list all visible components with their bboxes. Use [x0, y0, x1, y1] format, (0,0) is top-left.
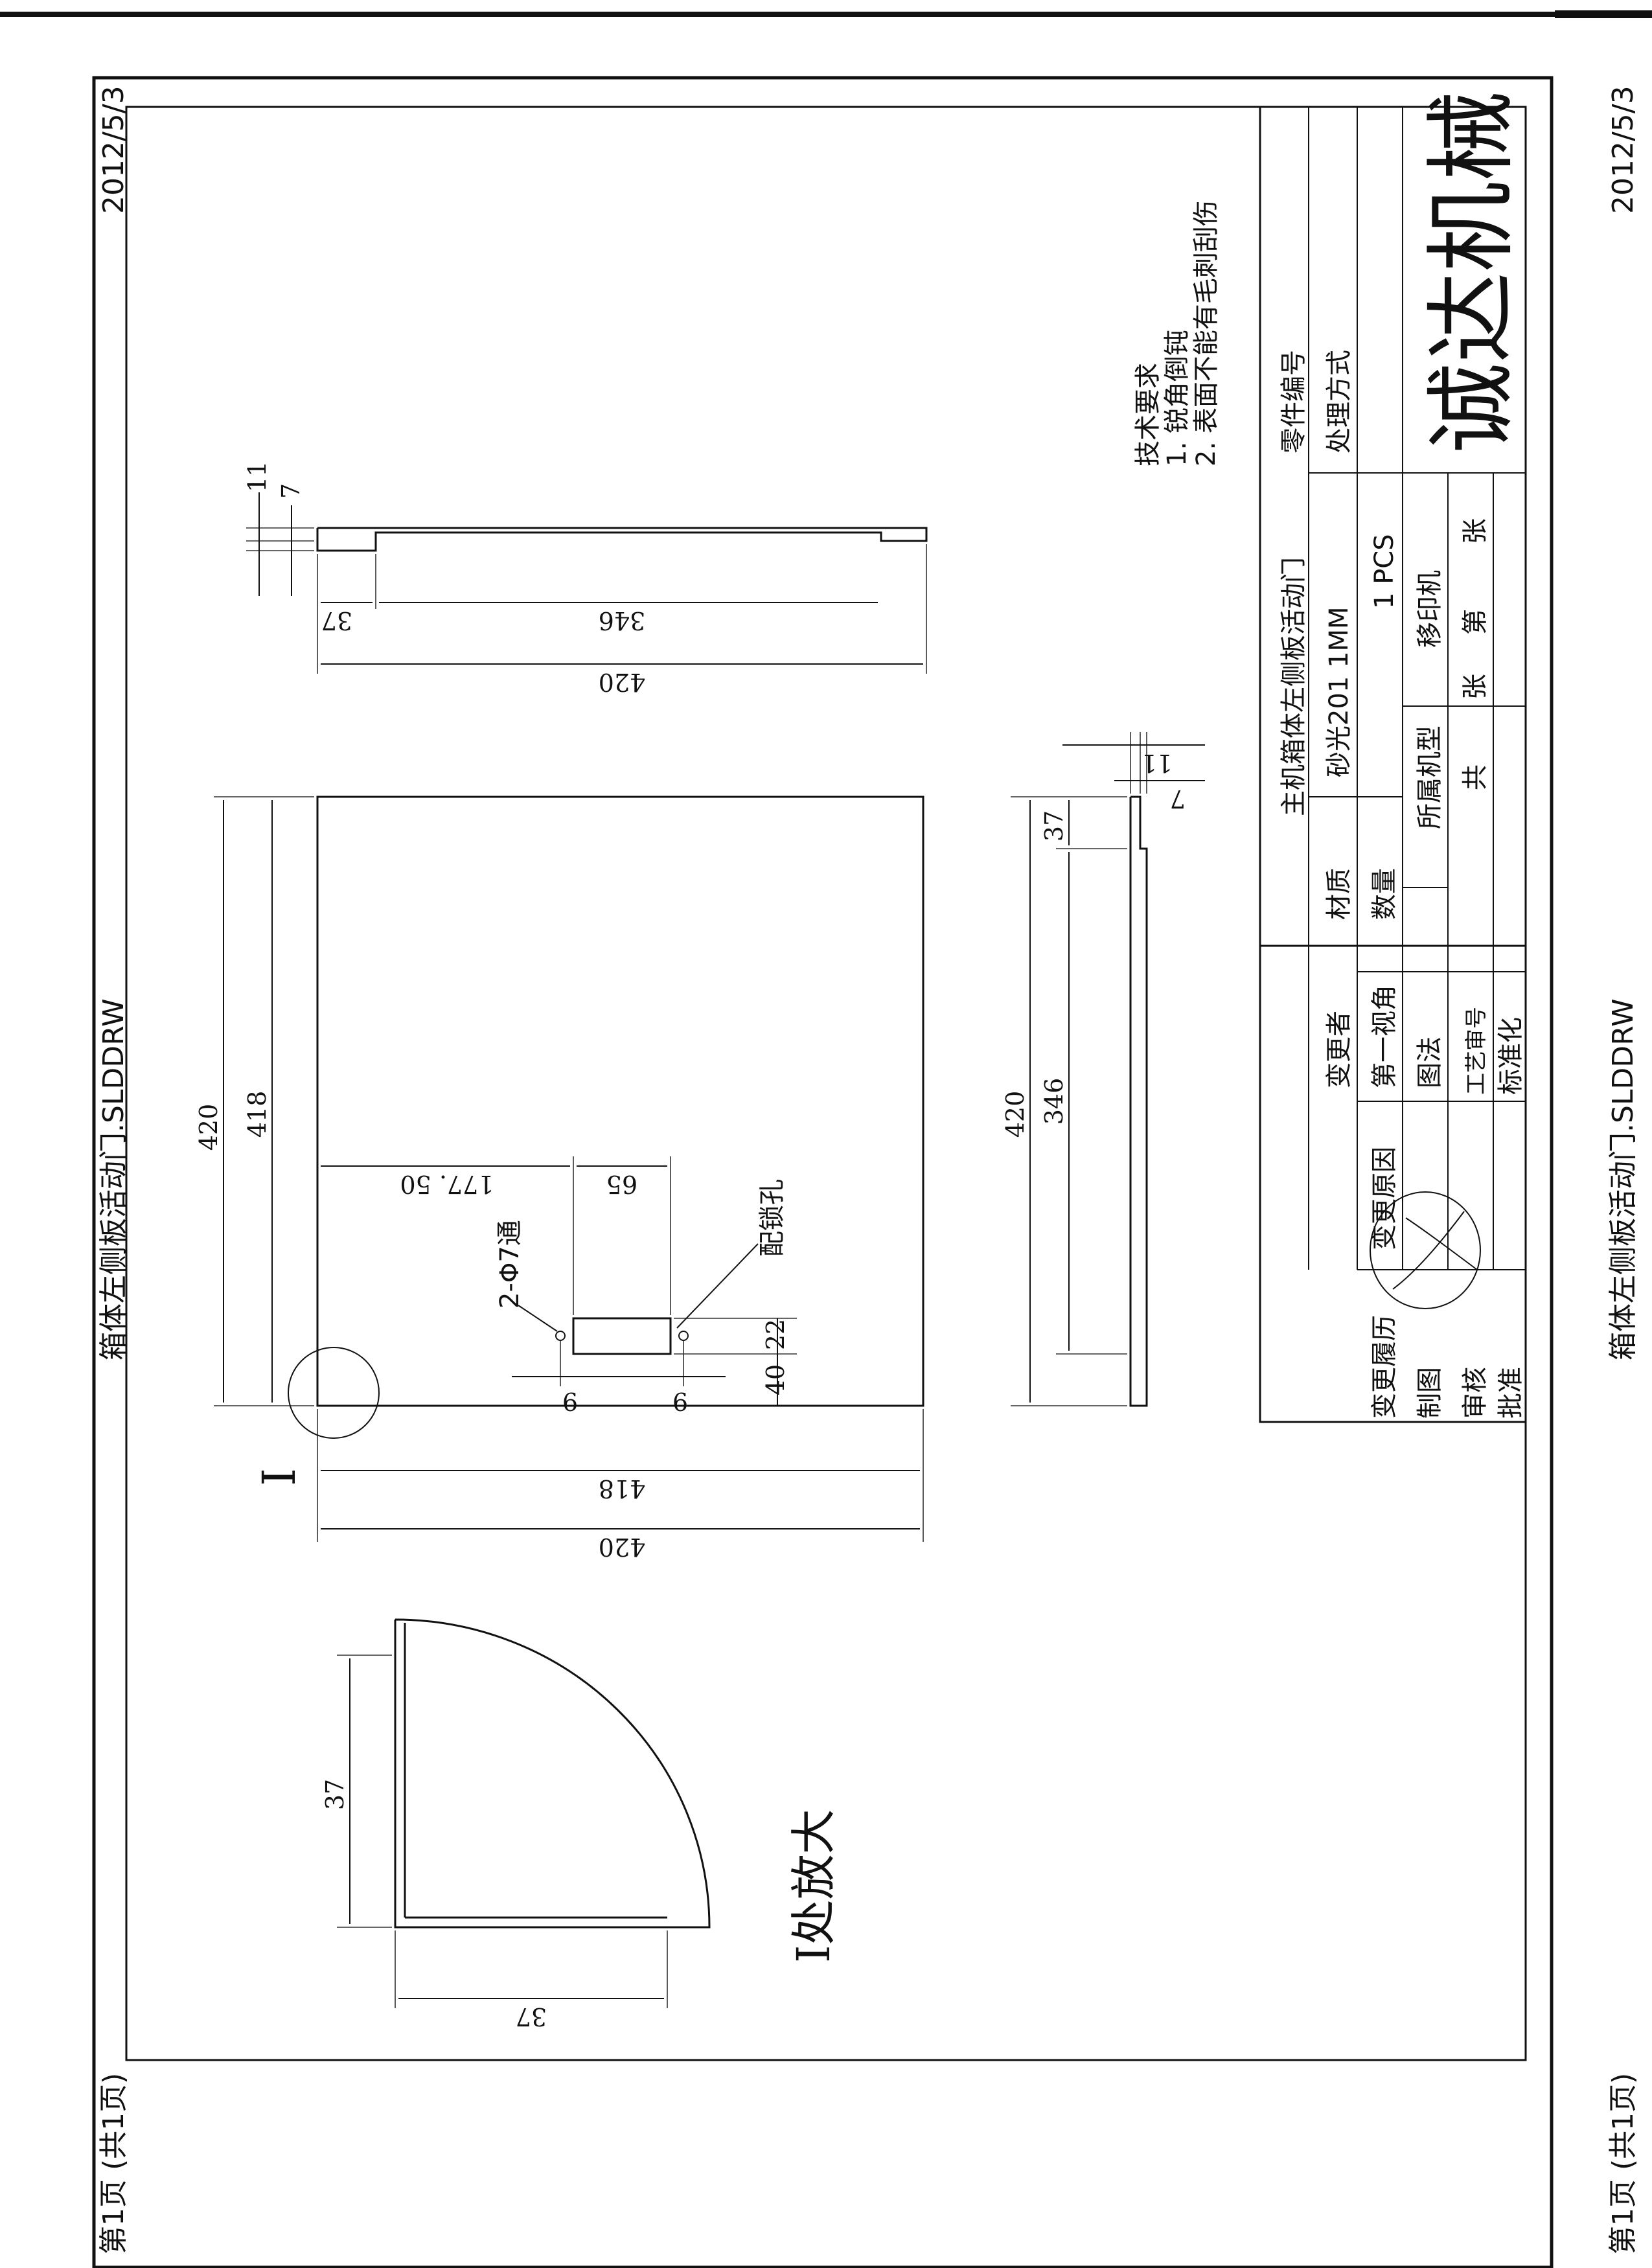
notes-line-1: 1. 锐角倒钝 — [1162, 330, 1192, 466]
title-block-frame — [1259, 106, 1527, 1423]
sheets-di: 第 — [1460, 609, 1490, 635]
draw-label: 制图 — [1415, 1367, 1445, 1419]
front-dim-177-50: 177. 50 — [400, 1170, 494, 1198]
front-panel-outline — [316, 796, 924, 1407]
top-dim-7: 7 — [277, 483, 305, 499]
side-view: 420 346 37 11 7 — [1001, 732, 1205, 1407]
qty-value: 1 PCS — [1370, 534, 1399, 609]
date-top: 2012/5/3 — [97, 86, 130, 214]
company-brand: 诚达机械 — [1419, 91, 1525, 453]
notes-line-2: 2. 表面不能有毛刺刮伤 — [1191, 200, 1221, 466]
rev-mark: 变更履历 — [1370, 1315, 1399, 1419]
qty-label: 数量 — [1370, 868, 1399, 920]
machine-label: 所属机型 — [1415, 726, 1445, 829]
side-dim-346: 346 — [1040, 1078, 1068, 1125]
notes-title: 技术要求 — [1133, 363, 1163, 466]
file-name-bottom: 箱体左侧板活动门.SLDDRW — [1607, 999, 1640, 1361]
detail-circle — [288, 1347, 380, 1439]
machine-value: 移印机 — [1415, 570, 1445, 648]
top-dim-37: 37 — [321, 606, 352, 635]
check-label: 审核 — [1460, 1367, 1490, 1419]
rev-by: 变更者 — [1324, 1011, 1354, 1088]
craft-label: 工艺审号 — [1463, 1007, 1489, 1095]
material-label: 材质 — [1324, 868, 1354, 920]
front-dim-22: 22 — [761, 1319, 790, 1350]
top-dim-346: 346 — [599, 606, 646, 635]
side-dim-11: 11 — [1141, 749, 1173, 777]
part-name: 主机箱体左侧板活动门 — [1279, 557, 1309, 816]
lock-slot — [572, 1317, 672, 1355]
page-number-bottom: 第1页 (共1页) — [1607, 2073, 1640, 2254]
front-dim-9-right: 9 — [672, 1387, 688, 1415]
technical-notes: 技术要求 1. 锐角倒钝 2. 表面不能有毛刺刮伤 — [1133, 200, 1221, 466]
material-value: 砂光201 1MM — [1324, 606, 1354, 777]
process-label: 处理方式 — [1324, 350, 1354, 453]
sheets-gong: 共 — [1460, 764, 1490, 790]
part-no-label: 零件编号 — [1279, 350, 1309, 453]
front-view: 420 418 418 420 I 177. 50 65 22 40 9 9 2… — [194, 796, 924, 1561]
detail-dim-37-horizontal: 37 — [516, 2002, 547, 2031]
rev-reason: 变更原因 — [1370, 1147, 1399, 1250]
detail-marker-I: I — [253, 1468, 306, 1486]
approval-stamp — [1370, 1191, 1481, 1309]
side-dim-37: 37 — [1040, 810, 1068, 842]
approve-label: 批准 — [1496, 1367, 1526, 1419]
projection: 第一视角 — [1370, 985, 1399, 1088]
hole-callout: 2-Φ7通 — [495, 1220, 525, 1309]
detail-label: I处放大 — [787, 1809, 840, 1963]
front-dim-420-vertical: 420 — [194, 1104, 223, 1151]
detail-view: 37 37 I处放大 — [321, 1618, 840, 2031]
side-dim-7: 7 — [1170, 785, 1186, 813]
page-number-top: 第1页 (共1页) — [97, 2073, 130, 2254]
front-dim-420-horizontal: 420 — [599, 1533, 646, 1561]
front-dim-418-horizontal: 418 — [599, 1474, 646, 1503]
top-dim-11: 11 — [243, 461, 271, 492]
lock-hole-callout: 配锁孔 — [757, 1179, 787, 1257]
top-view: 37 346 420 11 7 — [243, 461, 928, 696]
side-dim-420: 420 — [1001, 1091, 1029, 1138]
scale-label: 图法 — [1415, 1037, 1445, 1088]
detail-dim-37-vertical: 37 — [321, 1779, 349, 1810]
front-dim-65: 65 — [606, 1170, 637, 1198]
std-label: 标准化 — [1496, 1017, 1526, 1095]
sheets-zhang-1: 张 — [1460, 674, 1490, 700]
sheets-zhang-2: 张 — [1460, 518, 1490, 544]
title-block: 主机箱体左侧板活动门 零件编号 处理方式 砂光201 1MM 材质 变更者 1 … — [1259, 91, 1527, 1423]
signature-scribble — [1392, 1211, 1478, 1290]
detail-arc-outline — [394, 1618, 711, 1929]
outer-frame — [92, 76, 1554, 2268]
date-bottom: 2012/5/3 — [1607, 86, 1640, 214]
file-name-top: 箱体左侧板活动门.SLDDRW — [97, 999, 130, 1361]
inner-frame — [125, 106, 1527, 2061]
front-dim-9-left: 9 — [562, 1387, 578, 1415]
front-dim-40: 40 — [761, 1364, 790, 1395]
front-dim-418-vertical: 418 — [243, 1091, 271, 1138]
top-dim-420: 420 — [599, 668, 646, 696]
